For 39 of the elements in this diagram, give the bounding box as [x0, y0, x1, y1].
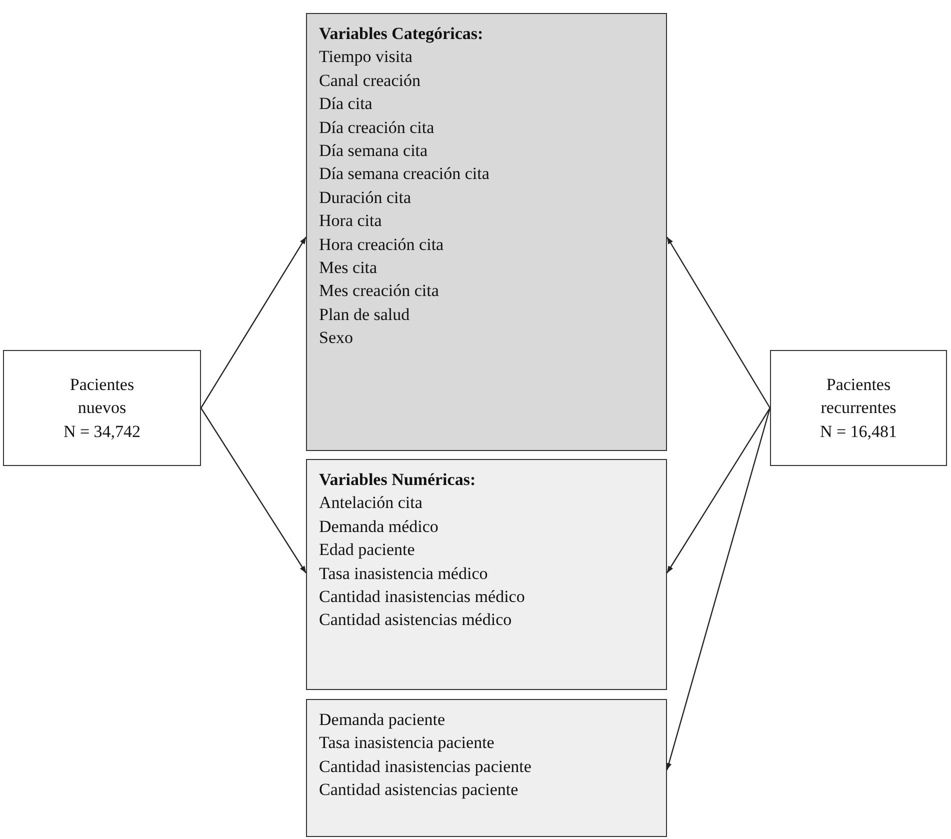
arrow — [666, 408, 771, 770]
arrow — [666, 408, 770, 574]
list-item: Día creación cita — [319, 116, 436, 139]
list-item: Cantidad inasistencias médico — [319, 586, 526, 608]
list-item: Sexo — [319, 327, 354, 350]
list-item: Demanda paciente — [319, 709, 446, 731]
list-item: Cantidad inasistencias paciente — [319, 756, 532, 778]
list-item: Día semana creación cita — [319, 163, 490, 186]
list-item: Plan de salud — [319, 304, 411, 326]
list-item: Tasa inasistencia paciente — [319, 732, 496, 754]
list-item: Antelación cita — [319, 492, 424, 514]
variable-list-box — [306, 699, 667, 837]
list-item: Día cita — [319, 93, 374, 116]
list-item: Día semana cita — [319, 140, 429, 162]
list-heading: Variables Categóricas: — [319, 23, 484, 45]
list-item: Cantidad asistencias médico — [319, 609, 513, 632]
group-count: N = 16,481 — [820, 420, 898, 443]
variable-list-box — [306, 13, 667, 451]
variable-list-box — [306, 459, 667, 690]
arrow — [200, 408, 306, 574]
group-count: N = 34,742 — [63, 420, 141, 443]
group-name: Pacientes recurrentes — [820, 374, 898, 420]
arrow — [666, 236, 771, 408]
list-heading: Variables Numéricas: — [319, 469, 477, 491]
group-box — [770, 350, 947, 466]
list-item: Hora cita — [319, 210, 383, 232]
list-item: Edad paciente — [319, 539, 416, 562]
group-name: Pacientes nuevos — [68, 374, 136, 420]
group-box — [3, 350, 201, 466]
list-item: Hora creación cita — [319, 234, 445, 256]
list-item: Mes cita — [319, 257, 378, 280]
list-item: Cantidad asistencias paciente — [319, 779, 520, 802]
list-item: Tiempo visita — [319, 46, 414, 68]
list-item: Demanda médico — [319, 516, 440, 538]
arrow — [200, 236, 307, 408]
list-item: Tasa inasistencia médico — [319, 562, 489, 585]
list-item: Mes creación cita — [319, 280, 440, 302]
list-item: Duración cita — [319, 186, 412, 209]
list-item: Canal creación — [319, 70, 422, 92]
